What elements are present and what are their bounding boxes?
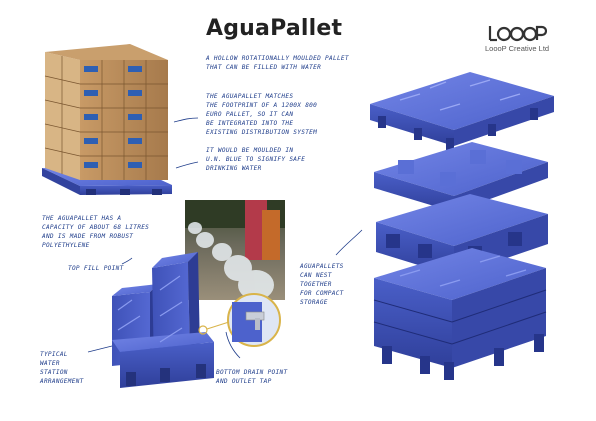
loop-logo — [488, 25, 547, 42]
note-water-station: Typical water station arrangement — [40, 351, 84, 385]
leader-lines — [87, 117, 363, 359]
box-stack-top — [45, 44, 168, 60]
unicef-boxes-on-pallet — [42, 44, 172, 195]
company-name: LoooP Creative Ltd — [485, 44, 550, 53]
water-station-photo — [185, 200, 285, 300]
note-nesting: AguaPallets can nest together for compac… — [300, 263, 344, 306]
note-un-blue: It would be moulded in U.N. blue to sign… — [206, 147, 306, 172]
note-top-fill-point: Top fill point — [68, 265, 124, 272]
water-station-arrangement — [112, 252, 281, 388]
nesting-pallet-stack — [370, 72, 554, 380]
note-drain-point: Bottom drain point and outlet tap — [216, 369, 288, 385]
note-hollow-pallet: A hollow rotationally moulded pallet tha… — [206, 55, 349, 71]
note-euro-footprint: The AguaPallet matches the footprint of … — [206, 93, 318, 136]
box-stack-side — [45, 52, 80, 180]
note-capacity: The AguaPallet has a capacity of about 6… — [42, 215, 150, 249]
small-pallet-side — [42, 168, 80, 195]
page-title: AguaPallet — [206, 16, 343, 41]
